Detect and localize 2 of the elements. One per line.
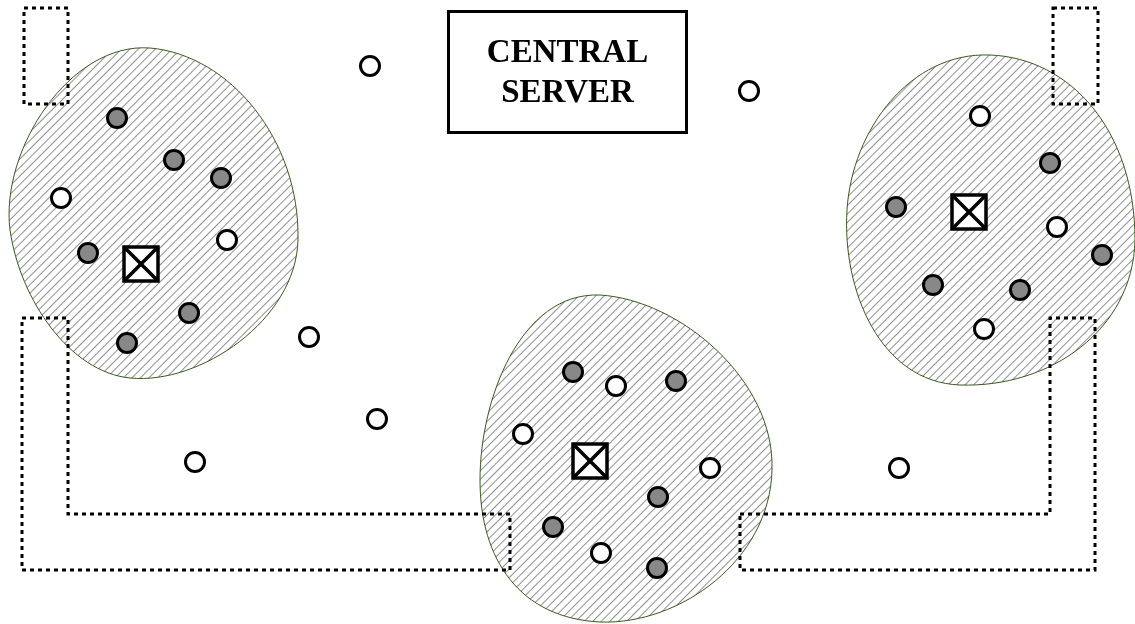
server-label: CENTRAL SERVER: [485, 32, 650, 111]
server-box: [447, 10, 688, 134]
